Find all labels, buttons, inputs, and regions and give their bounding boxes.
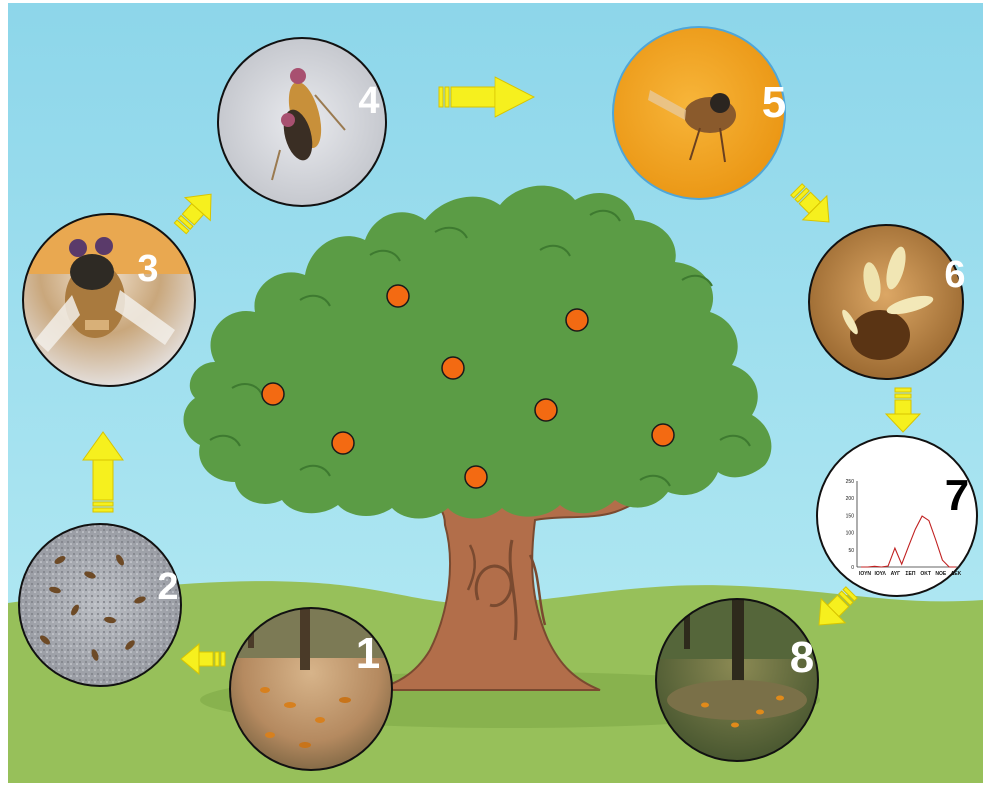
step-number: 1: [356, 629, 380, 678]
step-1-circle: 1: [230, 608, 392, 770]
step-5-circle: 5: [613, 27, 786, 199]
fruit: [465, 466, 487, 488]
step-number: 7: [945, 471, 969, 520]
step-number: 5: [762, 78, 786, 127]
chart-x-tick-label: ΔΕΚ: [951, 571, 962, 577]
chart-x-tick-label: ΝΟΕ: [935, 571, 947, 577]
chart-x-tick-label: ΙΟΥΝ: [859, 571, 871, 577]
chart-y-tick-label: 250: [846, 479, 855, 485]
fruit: [332, 432, 354, 454]
chart-y-tick-label: 50: [848, 548, 854, 554]
step-number: 6: [944, 254, 965, 296]
step-number: 3: [137, 248, 158, 290]
step-4-circle: 4: [218, 38, 386, 206]
chart-x-tick-label: ΑΥΓ: [891, 571, 901, 577]
chart-x-tick-label: ΙΟΥΛ: [874, 571, 886, 577]
step-3-circle: 3: [23, 214, 195, 386]
step-6-circle: 6: [809, 225, 966, 379]
fruit: [566, 309, 588, 331]
chart-x-tick-label: ΟΚΤ: [920, 571, 931, 577]
chart-y-tick-label: 150: [846, 513, 855, 519]
chart-x-tick-label: ΣΕΠ: [906, 571, 916, 577]
step-number: 2: [157, 566, 178, 608]
step-number: 4: [358, 80, 379, 122]
fruit: [262, 383, 284, 405]
fruit: [387, 285, 409, 307]
fruit: [652, 424, 674, 446]
fruit: [535, 399, 557, 421]
chart-y-tick-label: 200: [846, 496, 855, 502]
step-2-circle: 2: [19, 524, 181, 686]
step-8-circle: 8: [656, 599, 818, 761]
chart-y-tick-label: 0: [851, 565, 854, 571]
fruit: [442, 357, 464, 379]
step-number: 8: [790, 633, 814, 682]
chart-y-tick-label: 100: [846, 531, 855, 537]
